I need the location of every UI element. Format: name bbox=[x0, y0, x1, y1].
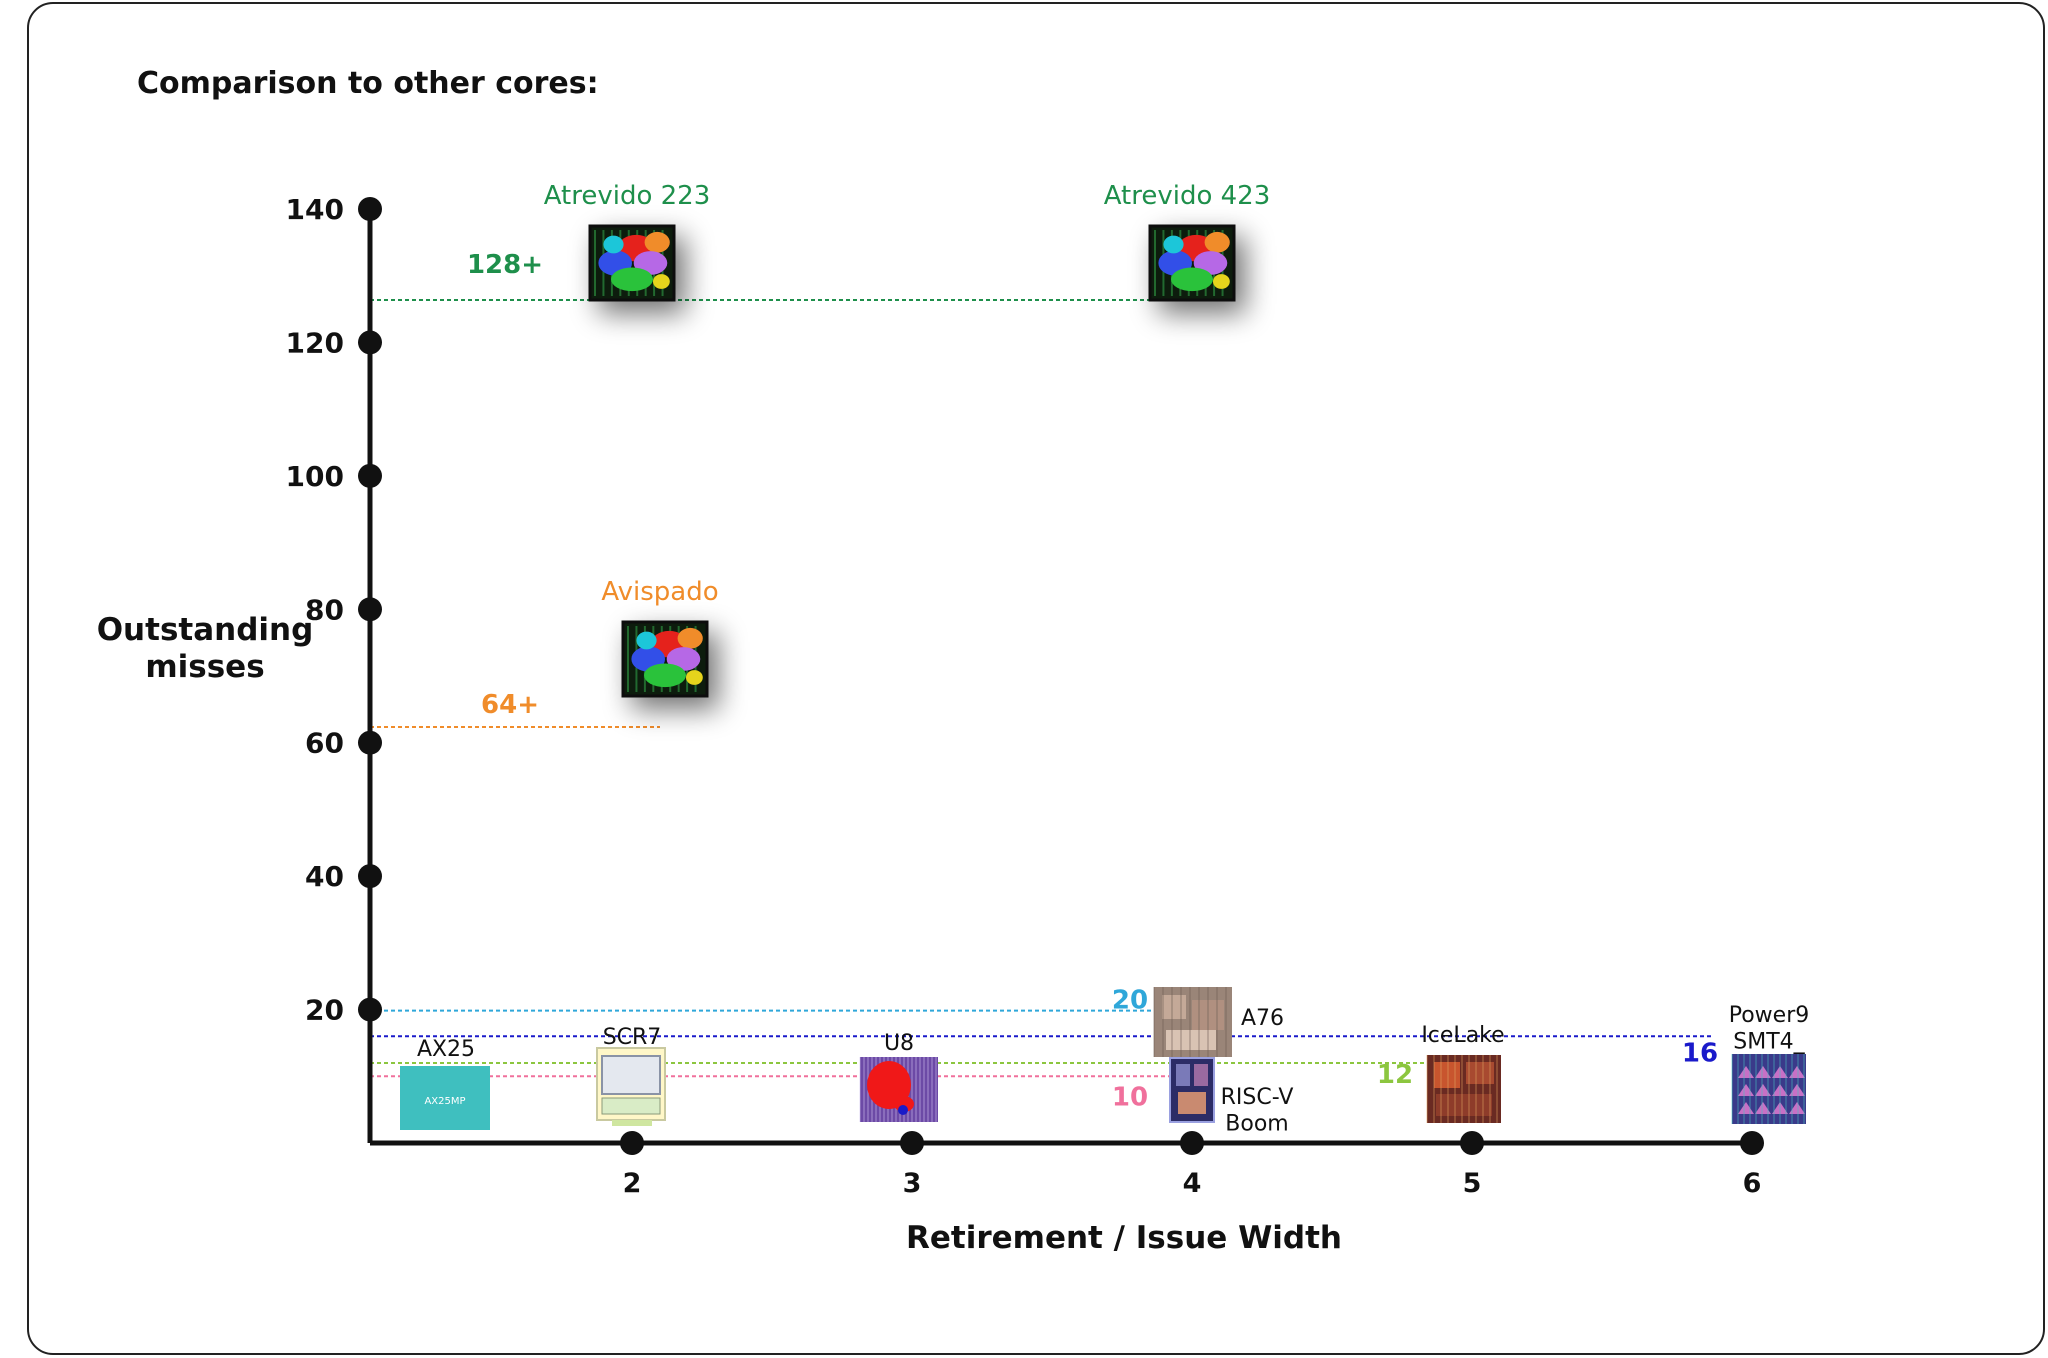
a76-die-icon bbox=[1153, 987, 1232, 1057]
power9-die-icon bbox=[1731, 1054, 1806, 1124]
axes: 20 40 60 80 100 120 140 2 3 4 5 6 bbox=[286, 193, 1764, 1199]
die-shot-icon bbox=[588, 224, 676, 302]
y-tick-label: 80 bbox=[305, 593, 344, 626]
u8-die-icon bbox=[859, 1057, 938, 1122]
value-label: 20 bbox=[1112, 986, 1148, 1016]
die-shot-icon bbox=[1148, 224, 1236, 302]
y-tick-dot bbox=[358, 597, 382, 622]
icelake-die-icon bbox=[1426, 1055, 1501, 1123]
core-name-label: IceLake bbox=[1421, 1023, 1504, 1048]
core-name-label: A76 bbox=[1241, 1006, 1284, 1031]
y-tick-dot bbox=[358, 997, 382, 1022]
core-name-label: Avispado bbox=[601, 577, 718, 607]
slide-frame bbox=[27, 2, 2045, 1355]
core-name-label: SCR7 bbox=[603, 1025, 662, 1050]
x-tick-label: 6 bbox=[1743, 1168, 1762, 1199]
y-tick-label: 100 bbox=[286, 460, 344, 493]
value-label: 64+ bbox=[481, 690, 539, 720]
x-tick-dot bbox=[1180, 1131, 1204, 1155]
y-tick-label: 20 bbox=[305, 994, 344, 1027]
y-tick-label: 60 bbox=[305, 727, 344, 760]
core-name-label: Atrevido 423 bbox=[1104, 181, 1271, 211]
ax25-chip-icon: AX25MP bbox=[400, 1066, 490, 1130]
reference-lines bbox=[370, 299, 1712, 1078]
x-axis-label: Retirement / Issue Width bbox=[906, 1220, 1342, 1256]
core-name-label: AX25 bbox=[417, 1037, 475, 1062]
die-shot-icon bbox=[621, 620, 709, 698]
page-title: Comparison to other cores: bbox=[137, 66, 599, 101]
x-tick-label: 5 bbox=[1463, 1168, 1482, 1199]
y-tick-dot bbox=[358, 197, 382, 221]
value-label: 16 bbox=[1682, 1038, 1718, 1068]
core-name-label: U8 bbox=[884, 1031, 914, 1056]
ax25-badge-text: AX25MP bbox=[424, 1096, 465, 1107]
y-tick-label: 120 bbox=[286, 326, 344, 359]
value-label: 10 bbox=[1112, 1082, 1148, 1112]
x-tick-dot bbox=[620, 1131, 644, 1155]
y-tick-dot bbox=[358, 463, 382, 488]
x-tick-label: 3 bbox=[903, 1168, 922, 1199]
scr7-diagram-icon bbox=[596, 1047, 666, 1126]
y-tick-dot bbox=[358, 864, 382, 889]
core-icons: AX25MP bbox=[400, 224, 1806, 1130]
x-tick-dot bbox=[1740, 1131, 1764, 1155]
x-tick-label: 2 bbox=[623, 1168, 642, 1199]
x-tick-dot bbox=[900, 1131, 924, 1155]
y-tick-dot bbox=[358, 330, 382, 355]
y-tick-dot bbox=[358, 730, 382, 755]
x-tick-label: 4 bbox=[1183, 1168, 1202, 1199]
x-tick-dot bbox=[1460, 1131, 1484, 1155]
value-label: 128+ bbox=[467, 250, 543, 280]
y-tick-label: 140 bbox=[286, 193, 344, 226]
y-tick-label: 40 bbox=[305, 860, 344, 893]
core-name-label: Atrevido 223 bbox=[544, 181, 711, 211]
value-label: 12 bbox=[1377, 1060, 1413, 1090]
boom-die-icon bbox=[1169, 1057, 1215, 1123]
